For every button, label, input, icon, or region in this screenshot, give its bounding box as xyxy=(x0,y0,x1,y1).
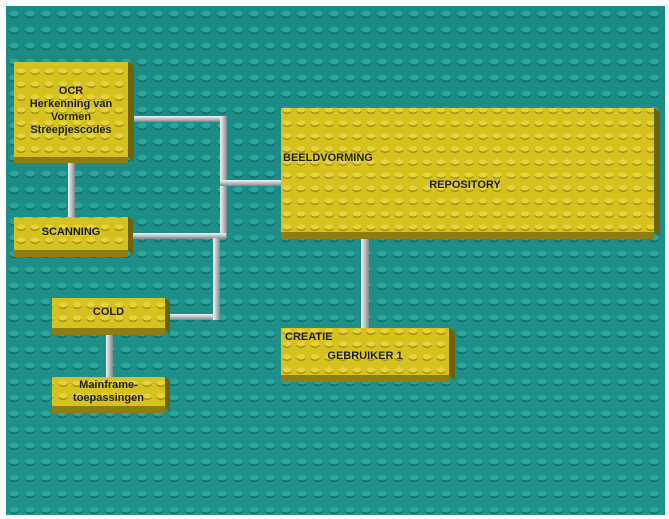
ocr-label: OCR Herkenning van Vormen Streepjescodes xyxy=(14,85,128,137)
mainframe-label: Mainframe- toepassingen xyxy=(52,379,165,405)
connector-cold-vertical xyxy=(213,238,220,320)
mainframe-line-2: toepassingen xyxy=(52,392,165,405)
connector-hub-repository xyxy=(220,180,282,186)
beeldvorming-label: BEELDVORMING xyxy=(283,152,373,164)
ocr-line-1: OCR xyxy=(14,85,128,98)
scanning-label: SCANNING xyxy=(14,226,128,238)
brick-repository xyxy=(281,108,660,239)
mainframe-line-1: Mainframe- xyxy=(52,379,165,392)
repository-label: REPOSITORY xyxy=(400,179,530,191)
connector-cold-mainframe xyxy=(106,328,113,378)
cold-label: COLD xyxy=(52,306,165,318)
ocr-line-2: Herkenning van xyxy=(14,98,128,111)
connector-repository-creatie xyxy=(361,233,369,329)
creatie-label: CREATIE xyxy=(285,331,332,343)
connector-ocr xyxy=(128,116,226,122)
connector-cold xyxy=(165,314,220,320)
ocr-line-3: Vormen xyxy=(14,111,128,124)
connector-ocr-scanning xyxy=(68,155,75,217)
gebruiker-label: GEBRUIKER 1 xyxy=(310,350,420,362)
ocr-line-4: Streepjescodes xyxy=(14,124,128,137)
connector-scanning xyxy=(128,233,226,239)
connector-ocr-vertical xyxy=(220,116,227,238)
